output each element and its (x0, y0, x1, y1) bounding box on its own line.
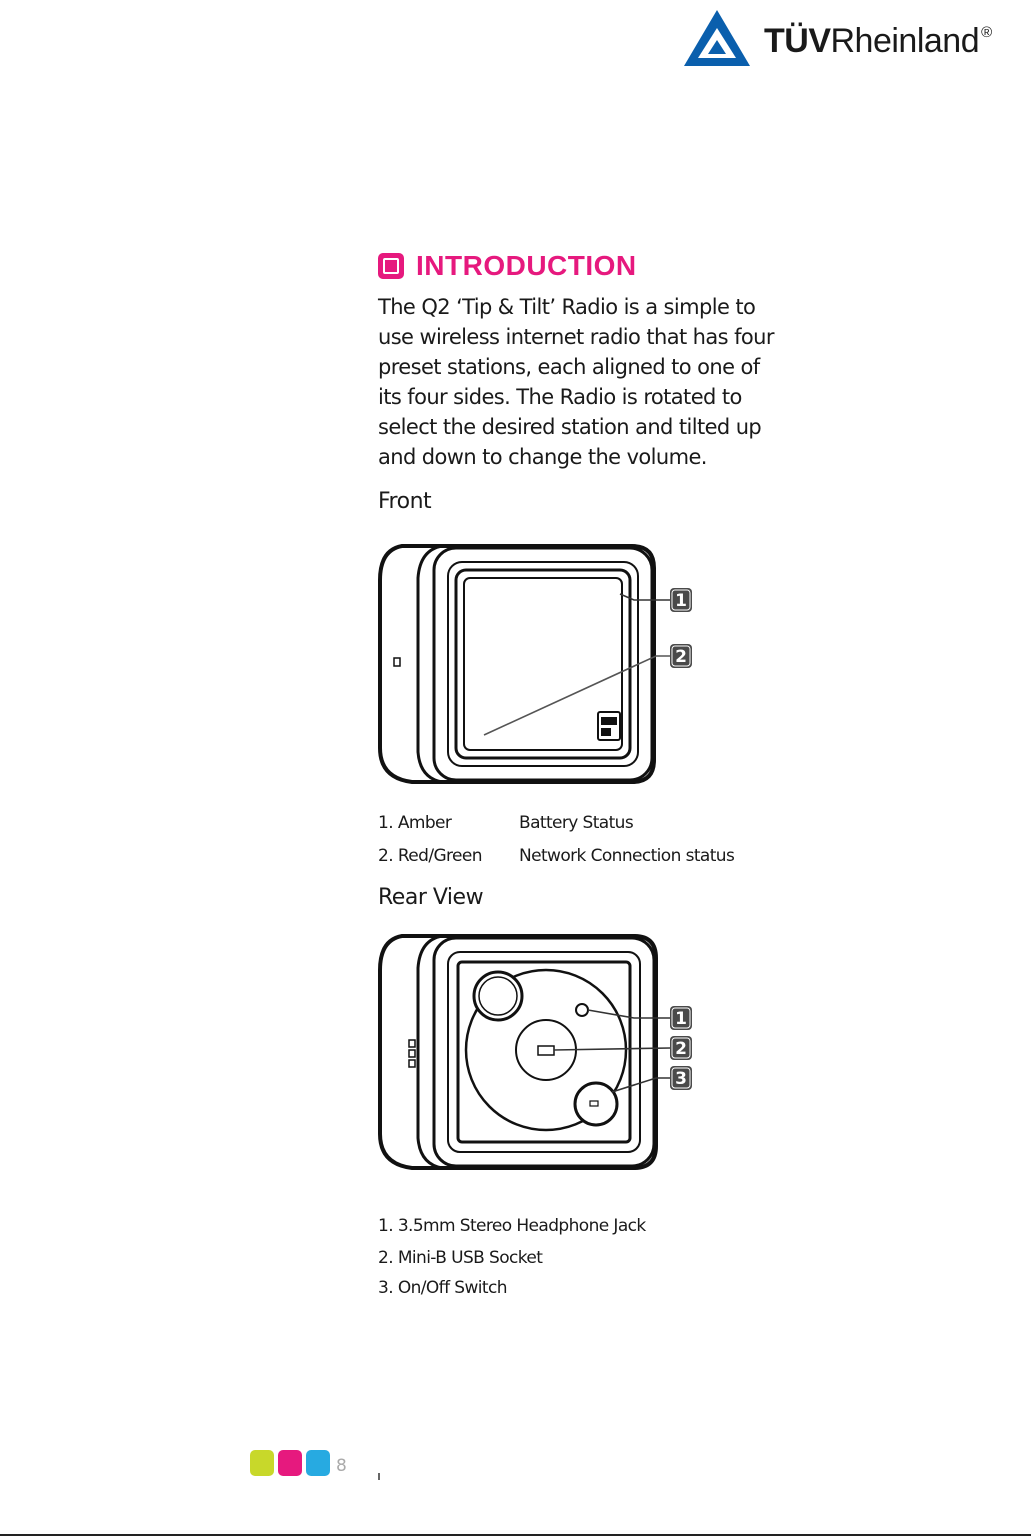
callout-2: 2 (670, 1036, 692, 1060)
logo-registered: ® (981, 24, 992, 41)
footer-color-squares: 8 (250, 1450, 347, 1476)
rear-view-diagram: 1 2 3 (378, 934, 692, 1170)
front-legend-label-1: 1. Amber (378, 813, 452, 833)
callout-3: 3 (670, 1066, 692, 1090)
intro-line: The Q2 ‘Tip & Tilt’ Radio is a simple to (378, 295, 756, 319)
rear-legend-item-2: 2. Mini-B USB Socket (378, 1248, 543, 1268)
footer-square-blue (306, 1450, 330, 1476)
callout-2-label: 2 (675, 1039, 687, 1059)
tuv-rheinland-logo: TÜVRheinland® (682, 8, 1012, 70)
introduction-section: INTRODUCTION The Q2 ‘Tip & Tilt’ Radio i… (378, 250, 818, 472)
heading-text: INTRODUCTION (416, 250, 637, 281)
bottom-rule (0, 1534, 1031, 1536)
rear-legend-item-1: 1. 3.5mm Stereo Headphone Jack (378, 1216, 646, 1236)
logo-brand-bold: TÜV (764, 22, 831, 60)
callout-2: 2 (670, 644, 692, 668)
front-legend-label-2: 2. Red/Green (378, 846, 483, 866)
front-view-diagram: 1 2 (378, 544, 692, 784)
logo-text: TÜVRheinland® (764, 22, 992, 61)
callout-2-label: 2 (675, 647, 687, 667)
callout-1: 1 (670, 1006, 692, 1030)
footer-square-pink (278, 1450, 302, 1476)
page-number: 8 (336, 1456, 347, 1476)
callout-1: 1 (670, 588, 692, 612)
rear-view-title: Rear View (378, 885, 484, 910)
front-legend-desc-1: Battery Status (519, 813, 634, 833)
intro-line: its four sides. The Radio is rotated to (378, 385, 742, 409)
intro-line: use wireless internet radio that has fou… (378, 325, 774, 349)
footer-square-green (250, 1450, 274, 1476)
front-title: Front (378, 489, 432, 514)
rear-legend-item-3: 3. On/Off Switch (378, 1278, 507, 1298)
logo-brand-regular: Rheinland (830, 22, 980, 60)
section-heading: INTRODUCTION (378, 250, 818, 282)
intro-line: select the desired station and tilted up (378, 415, 762, 439)
footer-tick-mark (378, 1473, 380, 1480)
tuv-triangle-icon (684, 10, 750, 66)
intro-line: preset stations, each aligned to one of (378, 355, 760, 379)
callout-1-label: 1 (675, 591, 687, 611)
front-legend-desc-2: Network Connection status (519, 846, 735, 866)
callout-1-label: 1 (675, 1009, 687, 1029)
square-bullet-icon (378, 253, 404, 279)
callout-3-label: 3 (675, 1069, 687, 1089)
intro-paragraph: The Q2 ‘Tip & Tilt’ Radio is a simple to… (378, 292, 798, 472)
intro-line: and down to change the volume. (378, 445, 707, 469)
